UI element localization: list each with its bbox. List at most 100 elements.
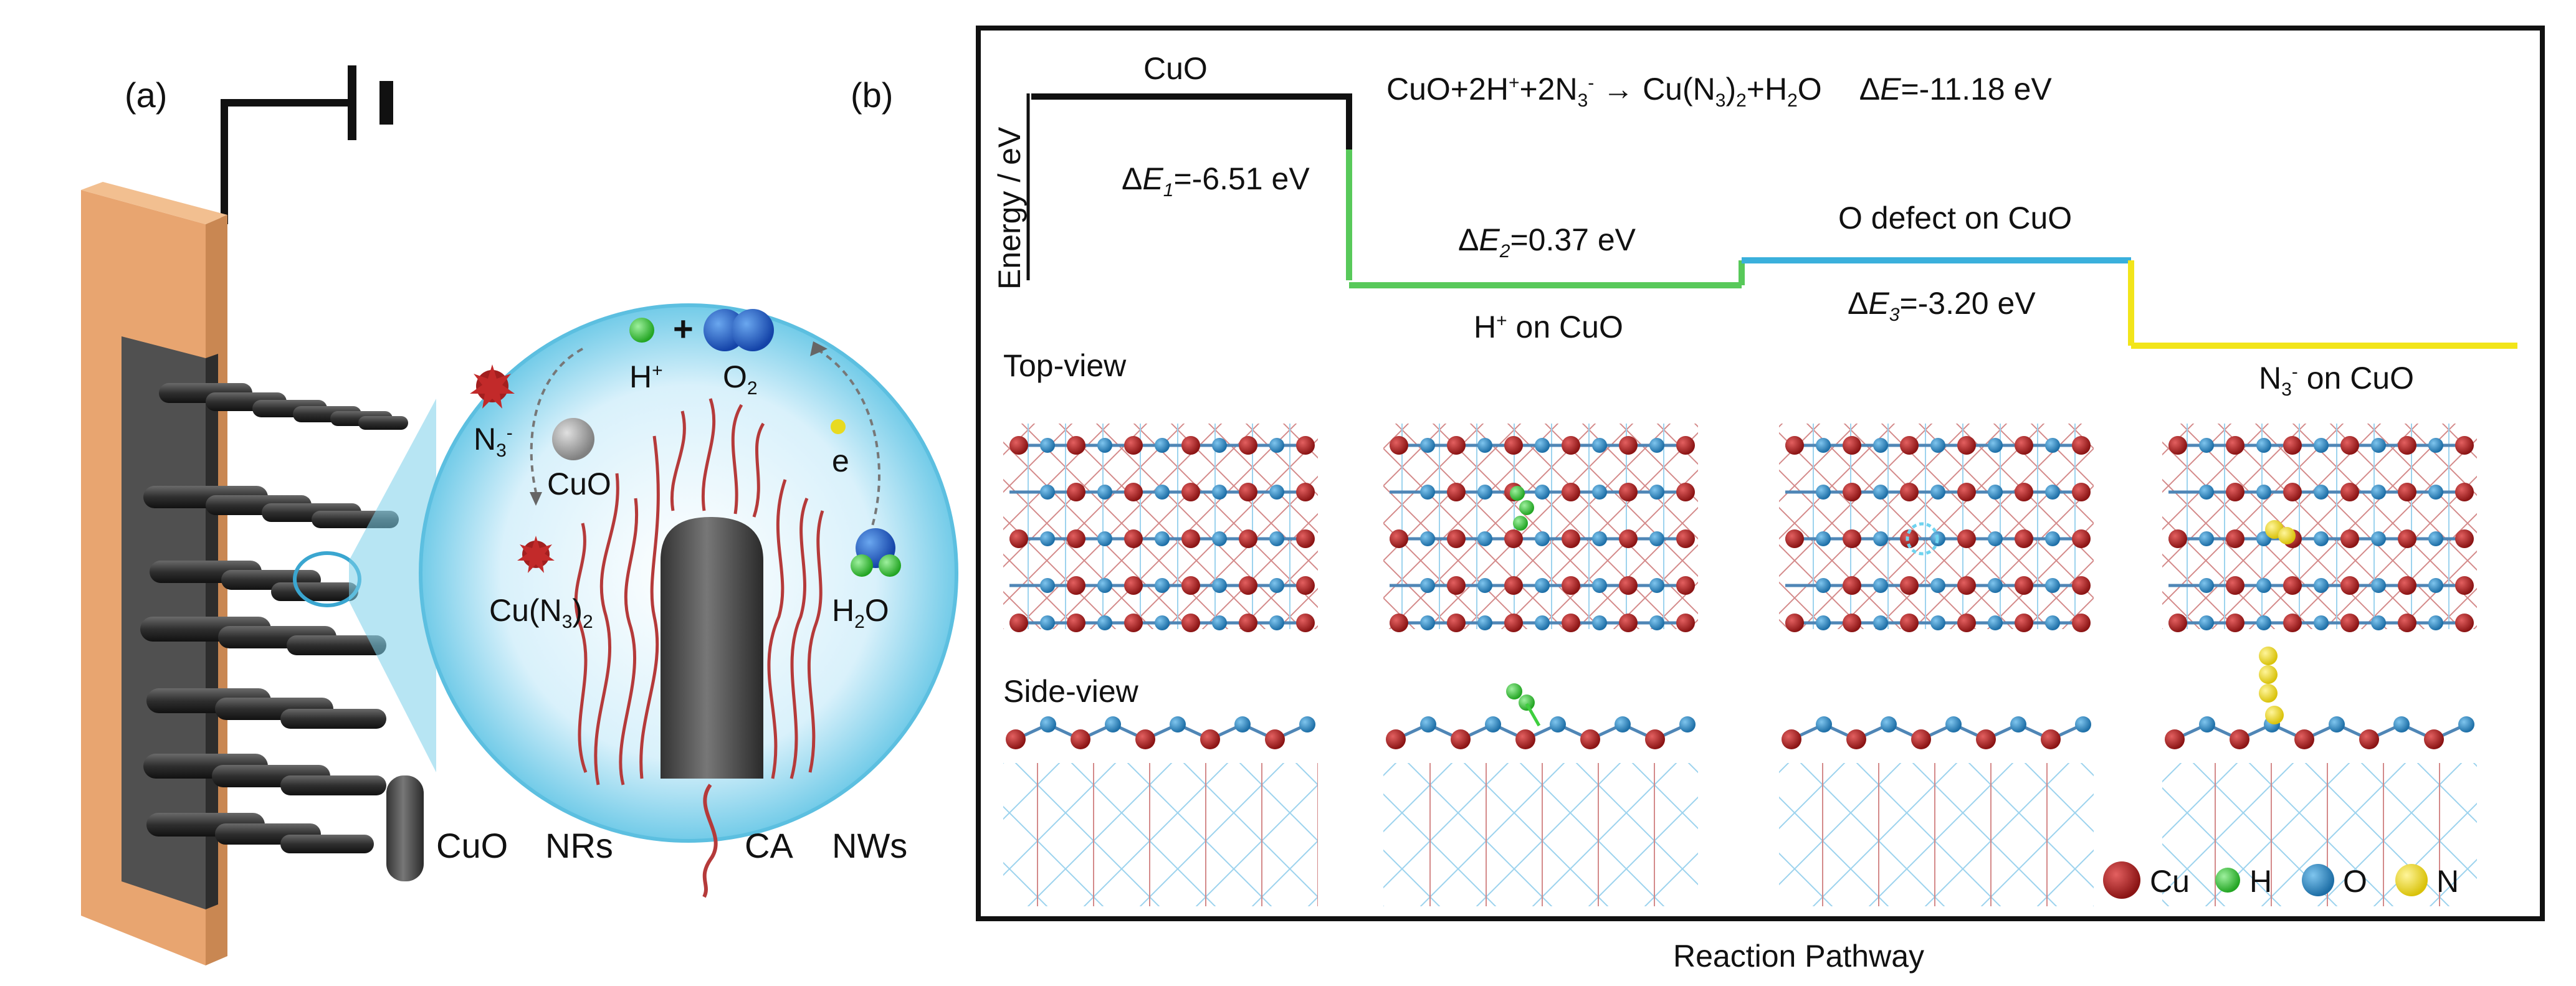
o-atom xyxy=(1097,485,1112,500)
cu-atom xyxy=(1390,529,1408,548)
cuo-grey-ball xyxy=(552,418,594,460)
cu-atom xyxy=(1447,529,1466,548)
o-atom xyxy=(2458,716,2474,732)
cu-atom xyxy=(1296,483,1315,501)
o-atom xyxy=(1420,578,1435,593)
o-atom xyxy=(2371,438,2386,453)
cu-atom xyxy=(2340,614,2359,632)
legend-ca-nw-icon xyxy=(702,784,718,898)
cu-atom xyxy=(1619,436,1638,455)
o-atom xyxy=(1155,438,1170,453)
cu-atom xyxy=(1957,436,1976,455)
o-atom xyxy=(1649,578,1664,593)
n-adatom-side xyxy=(2259,684,2278,703)
o-vacancy-marker xyxy=(1906,522,1939,556)
cu-atom xyxy=(1843,483,1861,501)
cu-atom xyxy=(2455,529,2474,548)
o-atom xyxy=(1930,485,1945,500)
o-atom xyxy=(1170,716,1186,732)
o-atom xyxy=(1299,716,1315,732)
cu-atom xyxy=(1785,529,1804,548)
o-atom xyxy=(1477,485,1492,500)
o-atom xyxy=(1649,438,1664,453)
cu-atom xyxy=(2226,436,2244,455)
cu-atom xyxy=(1265,729,1285,749)
o-atom xyxy=(1234,716,1251,732)
cu-atom xyxy=(1447,614,1466,632)
o-atom xyxy=(2329,716,2345,732)
cu-atom xyxy=(1676,436,1695,455)
o-atom xyxy=(1679,716,1696,732)
cu-atom xyxy=(1900,436,1919,455)
step1-energy: ΔE1=-6.51 eV xyxy=(1122,161,1310,201)
n3-spiky-ball xyxy=(470,364,515,409)
cu-atom xyxy=(2072,483,2091,501)
cu-atom xyxy=(1239,529,1257,548)
o-atom xyxy=(2075,716,2091,732)
n-adatom-side xyxy=(2265,706,2284,724)
o-atom xyxy=(2428,578,2443,593)
legend-cuo-label: CuO xyxy=(436,826,508,865)
o-atom xyxy=(2314,531,2329,546)
cu-atom xyxy=(1296,614,1315,632)
cu-atom xyxy=(1957,483,1976,501)
cu-atom xyxy=(2072,436,2091,455)
o-atom xyxy=(1477,615,1492,630)
o-atom xyxy=(2045,485,2060,500)
n-adatom-top xyxy=(2278,527,2296,544)
o-atom xyxy=(2314,485,2329,500)
cun3-spiky-ball xyxy=(517,536,555,573)
cu-atom xyxy=(1900,529,1919,548)
o-atom xyxy=(1097,438,1112,453)
cu-atom xyxy=(2168,436,2187,455)
central-nanorod xyxy=(661,517,763,779)
o-atom xyxy=(1269,485,1284,500)
o-atom xyxy=(1550,716,1566,732)
cu-atom xyxy=(2168,529,2187,548)
cu-atom xyxy=(2283,576,2302,595)
cu-atom xyxy=(2015,529,2033,548)
cu-atom xyxy=(1676,483,1695,501)
cu-atom xyxy=(1296,436,1315,455)
o2-label: O2 xyxy=(723,359,758,399)
o-atom xyxy=(1420,485,1435,500)
step3-energy: ΔE3=-3.20 eV xyxy=(1848,286,2036,325)
panel-b-label: (b) xyxy=(851,75,894,115)
o-atom xyxy=(1105,716,1121,732)
o-atom xyxy=(1649,615,1664,630)
side-view-lattice-1 xyxy=(1003,763,1318,906)
o-atom xyxy=(1212,485,1227,500)
nanorod xyxy=(358,416,408,430)
nanorod xyxy=(280,835,374,853)
cu-atom xyxy=(1957,529,1976,548)
panel-b xyxy=(976,26,2545,921)
cu-atom xyxy=(2340,576,2359,595)
top-view-structures xyxy=(1003,424,2477,632)
o-atom xyxy=(1212,438,1227,453)
top-view-lattice-2 xyxy=(1383,424,1698,629)
o-atom xyxy=(1212,531,1227,546)
cu-atom xyxy=(1843,529,1861,548)
o-atom xyxy=(1930,615,1945,630)
cu-atom xyxy=(1124,529,1143,548)
o-atom xyxy=(1592,615,1607,630)
right-cycle-arrow xyxy=(815,348,880,536)
o-atom xyxy=(1592,438,1607,453)
cu-atom xyxy=(1239,614,1257,632)
panel-a-label: (a) xyxy=(125,75,168,115)
cu-atom xyxy=(1619,483,1638,501)
cu-atom xyxy=(1239,576,1257,595)
cu-atom xyxy=(1124,614,1143,632)
copper-substrate-top xyxy=(81,182,227,224)
cu-atom xyxy=(2340,436,2359,455)
cu-atom xyxy=(1124,483,1143,501)
h-plus-label: H+ xyxy=(629,359,663,394)
cu-atom xyxy=(1067,614,1085,632)
cu-atom xyxy=(1900,483,1919,501)
o-atom xyxy=(1097,531,1112,546)
o-atom xyxy=(1420,531,1435,546)
cu-atom xyxy=(1135,729,1155,749)
cu-atom xyxy=(1562,436,1580,455)
state-o-defect-label: O defect on CuO xyxy=(1838,201,2073,235)
legend-nws-label: NWs xyxy=(832,826,908,865)
